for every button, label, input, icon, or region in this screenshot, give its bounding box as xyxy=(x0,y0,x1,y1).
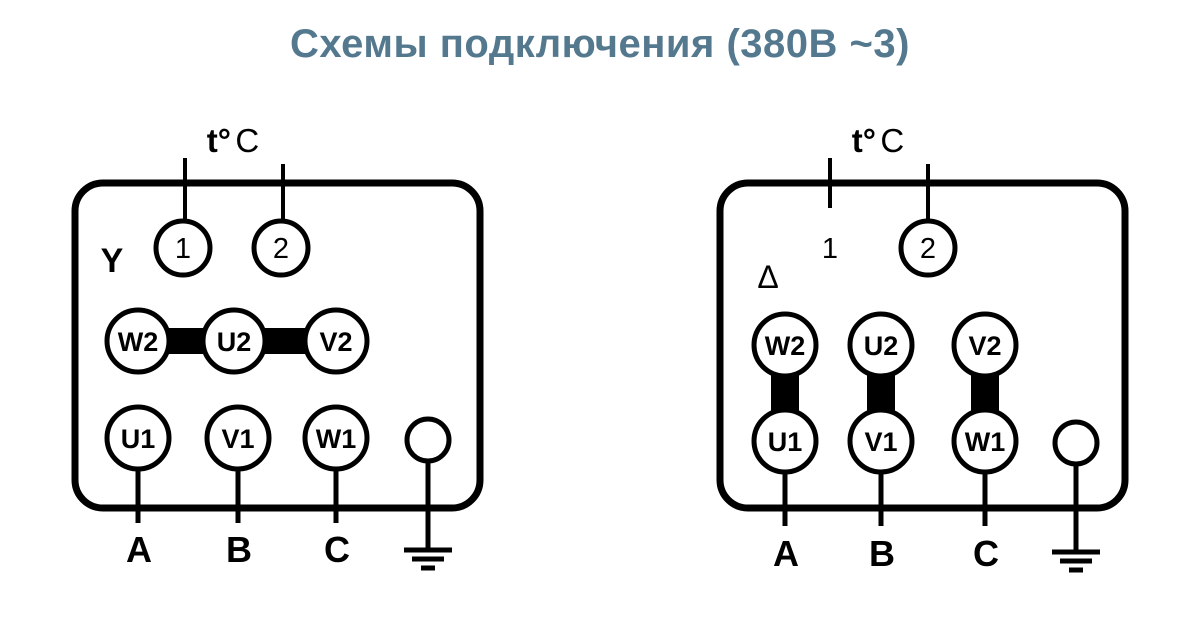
delta-connection-diagram: t° C Δ 1 2 W2 U2 V2 xyxy=(716,122,1129,574)
star-terminal-box xyxy=(71,179,484,512)
delta-thermal-label: t° C xyxy=(852,122,904,159)
delta-phase-c-label: C xyxy=(973,533,999,574)
star-terminal-v2-label: V2 xyxy=(319,327,352,357)
star-terminal-2-label: 2 xyxy=(273,233,289,265)
star-phase-b-label: B xyxy=(226,529,252,570)
star-ground-icon xyxy=(404,461,452,571)
star-terminal-2-circle xyxy=(251,218,311,278)
delta-terminal-1-label: 1 xyxy=(822,233,838,265)
delta-terminal-2-circle xyxy=(898,218,958,278)
star-terminal-v2-circle xyxy=(302,307,370,375)
star-phase-c-label: C xyxy=(324,529,350,570)
delta-terminal-v1-label: V1 xyxy=(864,427,897,457)
star-terminal-w2-label: W2 xyxy=(118,327,159,357)
delta-terminal-w1-label: W1 xyxy=(965,427,1006,457)
delta-terminal-u1-label: U1 xyxy=(768,427,803,457)
delta-terminal-u2-circle xyxy=(847,311,915,379)
page-title: Схемы подключения (380В ~3) xyxy=(290,22,910,66)
delta-phase-b-label: B xyxy=(869,533,895,574)
delta-terminal-v2-circle xyxy=(951,311,1019,379)
star-terminal-u2-circle xyxy=(200,307,268,375)
star-ground-terminal-circle xyxy=(404,416,452,464)
delta-terminal-box xyxy=(716,179,1129,512)
delta-terminal-u2-label: U2 xyxy=(864,331,899,361)
delta-ground-icon xyxy=(1052,464,1100,573)
star-terminal-1-label: 1 xyxy=(175,233,191,265)
delta-terminal-w2-label: W2 xyxy=(765,331,806,361)
star-terminal-u2-label: U2 xyxy=(217,327,252,357)
star-scheme-symbol: Y xyxy=(101,242,124,280)
delta-terminal-v2-label: V2 xyxy=(968,331,1001,361)
delta-scheme-symbol: Δ xyxy=(757,259,778,295)
delta-terminal-2-label: 2 xyxy=(920,233,936,265)
delta-terminal-w2-circle xyxy=(751,311,819,379)
star-phase-a-label: A xyxy=(126,529,152,570)
delta-ground-terminal-circle xyxy=(1052,419,1100,467)
star-terminal-w2-circle xyxy=(104,307,172,375)
star-terminal-u1-label: U1 xyxy=(121,424,156,454)
star-terminal-v1-label: V1 xyxy=(221,424,254,454)
star-terminal-w1-label: W1 xyxy=(316,424,357,454)
star-terminal-1-circle xyxy=(153,218,213,278)
star-thermal-label: t° C xyxy=(207,122,259,159)
delta-phase-a-label: A xyxy=(773,533,799,574)
star-connection-diagram: t° C Y 1 2 W2 U2 V2 xyxy=(71,122,484,571)
